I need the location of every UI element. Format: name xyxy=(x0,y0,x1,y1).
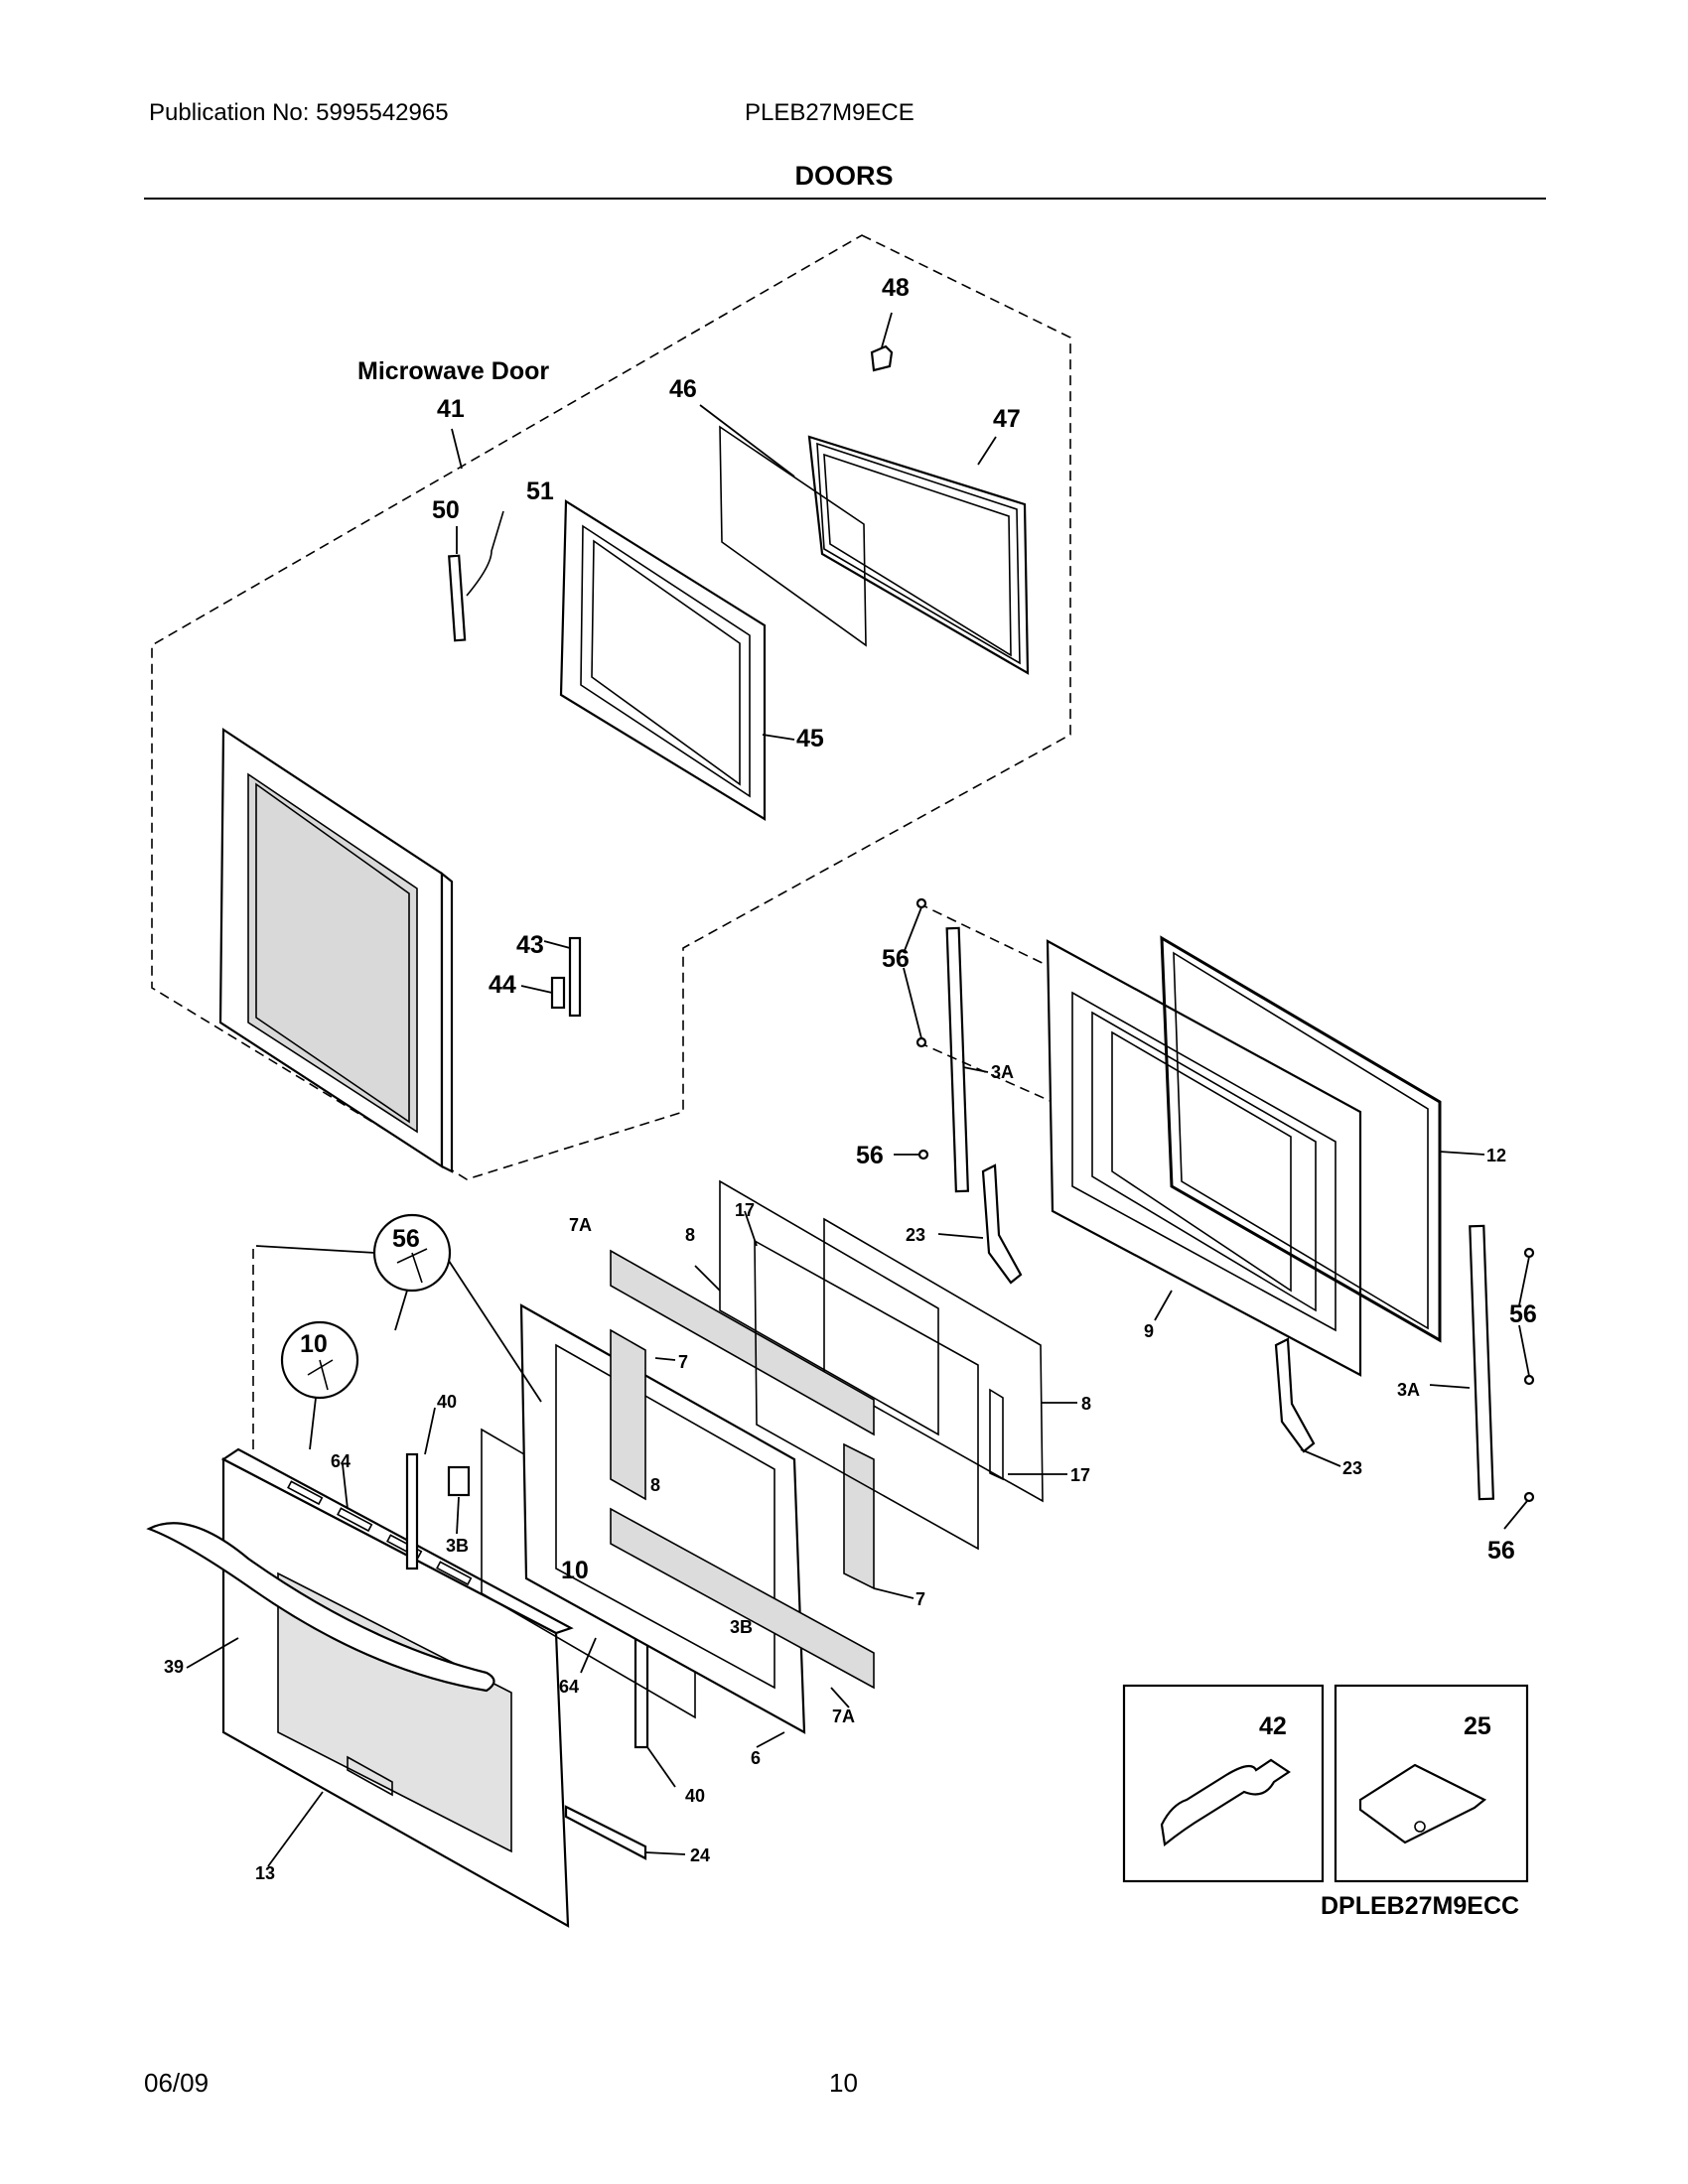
page-title: DOORS xyxy=(794,161,894,191)
callout-42: 42 xyxy=(1259,1712,1287,1740)
callout-48: 48 xyxy=(882,274,910,302)
callout-10-circle: 10 xyxy=(300,1330,328,1358)
callout-9: 9 xyxy=(1144,1321,1154,1341)
part-13-outer-door xyxy=(220,1447,574,1928)
callout-24: 24 xyxy=(690,1845,710,1865)
callout-17-right: 17 xyxy=(1070,1465,1090,1485)
title-divider xyxy=(144,198,1546,200)
screw-callout-56 xyxy=(255,1213,542,1403)
inset-part-25 xyxy=(1334,1684,1529,1883)
part-43-44-hinge xyxy=(520,936,582,1018)
part-7-insulation xyxy=(610,1249,914,1708)
microwave-door-label: Microwave Door xyxy=(357,357,549,385)
part-56-screws xyxy=(894,897,1535,1530)
callout-8-mid: 8 xyxy=(650,1475,660,1495)
part-50-51-latch xyxy=(448,510,504,642)
callout-13: 13 xyxy=(255,1863,275,1883)
callout-17-top: 17 xyxy=(735,1200,755,1220)
callout-6: 6 xyxy=(751,1748,761,1768)
part-41-leader xyxy=(451,428,463,470)
callout-56-mid: 56 xyxy=(856,1142,884,1169)
callout-3a-right: 3A xyxy=(1397,1380,1420,1400)
part-45-inner-door xyxy=(559,499,795,821)
callout-51: 51 xyxy=(526,478,554,505)
diagram-code: DPLEB27M9ECC xyxy=(1321,1892,1520,1920)
callout-8-top: 8 xyxy=(685,1225,695,1245)
callout-8-right: 8 xyxy=(1081,1394,1091,1414)
page-number: 10 xyxy=(829,2068,858,2098)
callout-23-bottom: 23 xyxy=(1342,1458,1362,1478)
callout-7-top: 7 xyxy=(678,1352,688,1372)
part-3a-right-rail xyxy=(1429,1224,1495,1501)
callout-12: 12 xyxy=(1486,1146,1506,1165)
callout-3b-right: 3B xyxy=(730,1617,753,1637)
callout-39: 39 xyxy=(164,1657,184,1677)
callout-43: 43 xyxy=(516,931,544,959)
microwave-door-group-outline xyxy=(151,234,1071,1180)
callout-64-lower: 64 xyxy=(559,1677,579,1697)
callout-7a-lower: 7A xyxy=(832,1706,855,1726)
part-3a-left-rail xyxy=(917,902,1054,1193)
footer-date: 06/09 xyxy=(144,2068,210,2098)
callout-7-lower: 7 xyxy=(915,1589,925,1609)
callout-56-bottom: 56 xyxy=(1487,1537,1515,1565)
callout-64-top: 64 xyxy=(331,1451,351,1471)
microwave-door-front-panel xyxy=(218,727,454,1173)
callout-47: 47 xyxy=(993,405,1021,433)
callout-40-lower: 40 xyxy=(685,1786,705,1806)
part-64-vents xyxy=(287,1463,597,1674)
part-17-glass-retainers xyxy=(744,1210,1067,1551)
callout-56-right: 56 xyxy=(1509,1300,1537,1328)
callout-40-top: 40 xyxy=(437,1392,457,1412)
callout-56-top: 56 xyxy=(882,945,910,973)
part-9-inner-door-frame xyxy=(1046,939,1362,1377)
callout-41: 41 xyxy=(437,395,465,423)
callout-7a-top: 7A xyxy=(569,1215,592,1235)
callout-23-top: 23 xyxy=(906,1225,925,1245)
callout-50: 50 xyxy=(432,496,460,524)
callout-25: 25 xyxy=(1464,1712,1491,1740)
inset-part-42 xyxy=(1122,1684,1325,1883)
callout-46: 46 xyxy=(669,375,697,403)
callout-3b-left: 3B xyxy=(446,1536,469,1556)
part-23-hinges xyxy=(937,1163,1341,1467)
publication-number: Publication No: 5995542965 xyxy=(149,99,449,126)
part-47-window-frame xyxy=(807,435,1030,675)
part-12-gasket xyxy=(1160,935,1485,1343)
part-6-inner-frame xyxy=(519,1303,806,1748)
model-number: PLEB27M9ECE xyxy=(745,99,914,126)
callout-3a-left: 3A xyxy=(991,1062,1014,1082)
part-48-clip xyxy=(870,312,894,372)
screw-callout-10 xyxy=(280,1320,359,1450)
part-46-glass xyxy=(699,404,867,647)
callout-10-lower: 10 xyxy=(561,1557,589,1584)
callout-56-circle: 56 xyxy=(392,1225,420,1253)
callout-45: 45 xyxy=(796,725,824,752)
part-24-bottom-trim xyxy=(564,1805,686,1860)
callout-44: 44 xyxy=(489,971,516,999)
part-39-handle xyxy=(146,1522,495,1693)
